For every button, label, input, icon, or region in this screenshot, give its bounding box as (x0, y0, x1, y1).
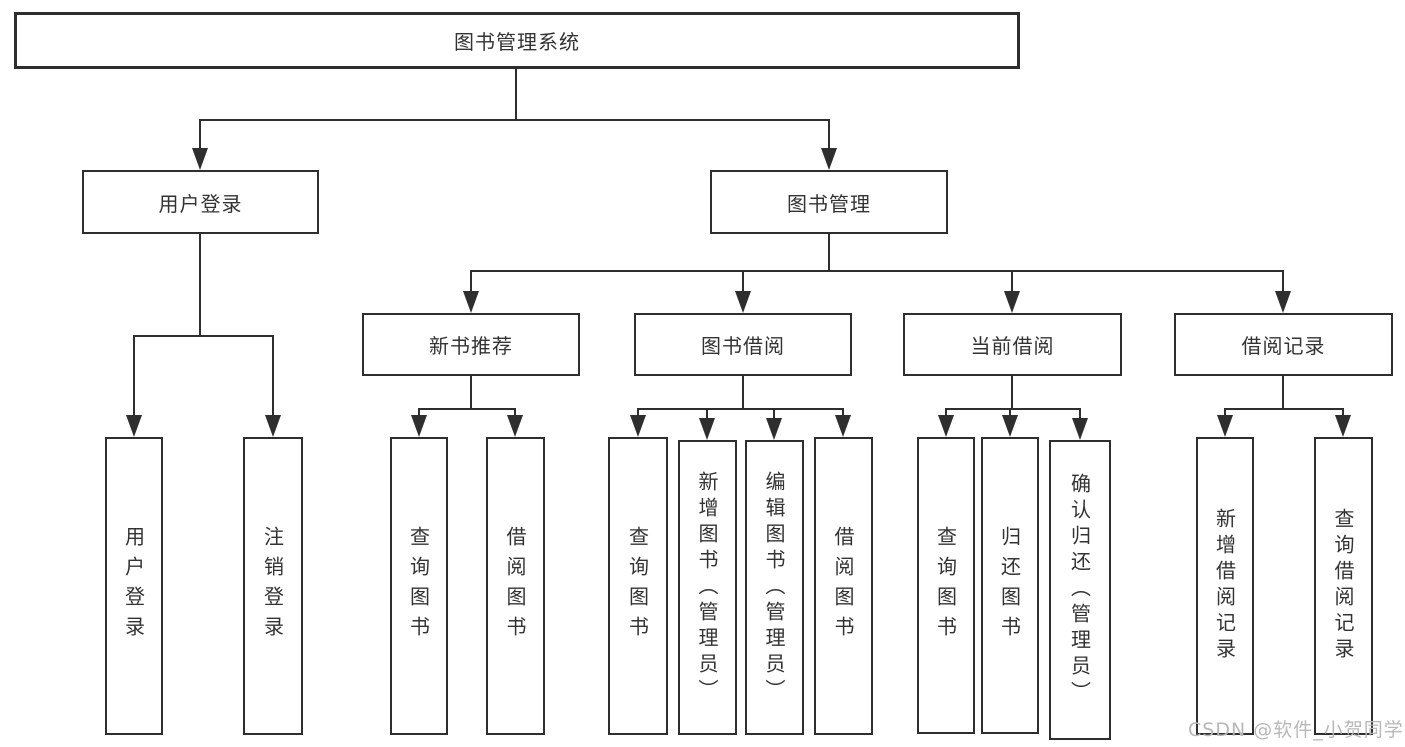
connector-line (637, 408, 639, 418)
connector-line (470, 270, 472, 293)
leaf-borrow-book-recommend: 借阅图书 (486, 437, 545, 735)
leaf-label: 借阅图书 (831, 526, 855, 646)
connector-line (828, 234, 830, 271)
leaf-label: 查询借阅记录 (1331, 508, 1355, 664)
connector-line (637, 408, 844, 410)
leaf-label: 新增借阅记录 (1212, 508, 1237, 664)
leaf-borrow-book: 借阅图书 (814, 437, 873, 735)
connector-line (1079, 408, 1081, 420)
arrow-down-icon (699, 418, 715, 440)
arrow-down-icon (192, 148, 208, 170)
connector-line (773, 408, 775, 420)
arrow-down-icon (1217, 415, 1233, 437)
connector-line (418, 408, 420, 418)
connector-line (1011, 270, 1013, 293)
leaf-return-book: 归还图书 (981, 437, 1039, 734)
leaf-label: 确认归还（管理员） (1067, 473, 1092, 707)
arrow-down-icon (735, 291, 751, 313)
leaf-add-book-admin: 新增图书（管理员） (678, 440, 737, 735)
leaf-label: 用户登录 (121, 526, 146, 646)
connector-line (272, 335, 274, 417)
node-borrow-record: 借阅记录 (1174, 313, 1393, 376)
arrow-down-icon (821, 148, 837, 170)
connector-line (199, 119, 201, 151)
node-user-login: 用户登录 (82, 170, 319, 234)
node-book-borrow: 图书借阅 (634, 313, 852, 376)
node-new-book-recommend: 新书推荐 (362, 313, 580, 376)
leaf-query-borrow-record: 查询借阅记录 (1314, 437, 1373, 735)
leaf-query-book-current: 查询图书 (917, 437, 975, 734)
arrow-down-icon (630, 415, 646, 437)
leaf-label: 借阅图书 (503, 526, 527, 646)
connector-line (742, 270, 744, 293)
arrow-down-icon (938, 415, 954, 437)
arrow-down-icon (1335, 415, 1351, 437)
arrow-down-icon (1004, 291, 1020, 313)
connector-line (842, 408, 844, 418)
arrow-down-icon (835, 415, 851, 437)
connector-line (1342, 408, 1344, 418)
connector-line (945, 408, 947, 418)
connector-line (1282, 376, 1284, 409)
connector-line (1282, 270, 1284, 293)
connector-line (515, 69, 517, 120)
connector-line (470, 376, 472, 409)
connector-line (418, 408, 516, 410)
connector-line (514, 408, 516, 418)
connector-line (1224, 408, 1344, 410)
arrow-down-icon (766, 418, 782, 440)
connector-line (706, 408, 708, 420)
arrow-down-icon (411, 415, 427, 437)
arrow-down-icon (507, 415, 523, 437)
leaf-label: 归还图书 (997, 525, 1022, 646)
leaf-logout: 注销登录 (243, 437, 303, 735)
leaf-label: 查询图书 (625, 526, 650, 646)
connector-line (1011, 376, 1013, 409)
arrow-down-icon (463, 291, 479, 313)
arrow-down-icon (265, 415, 281, 437)
leaf-label: 新增图书（管理员） (695, 470, 719, 705)
arrow-down-icon (1002, 415, 1018, 437)
connector-line (1224, 408, 1226, 418)
connector-line (742, 376, 744, 409)
leaf-label: 查询图书 (406, 526, 431, 646)
leaf-label: 查询图书 (933, 525, 958, 646)
connector-line (1009, 408, 1011, 418)
leaf-confirm-return-admin: 确认归还（管理员） (1049, 440, 1111, 740)
connector-line (199, 234, 201, 336)
connector-line (470, 270, 1284, 272)
arrow-down-icon (126, 415, 142, 437)
leaf-query-book-recommend: 查询图书 (390, 437, 448, 735)
leaf-user-login: 用户登录 (105, 437, 163, 735)
node-book-management: 图书管理 (710, 170, 948, 234)
arrow-down-icon (1072, 418, 1088, 440)
leaf-add-borrow-record: 新增借阅记录 (1196, 437, 1254, 735)
connector-line (133, 335, 274, 337)
leaf-edit-book-admin: 编辑图书（管理员） (745, 440, 804, 735)
leaf-label: 编辑图书（管理员） (762, 470, 786, 705)
node-root-system: 图书管理系统 (14, 12, 1020, 69)
leaf-label: 注销登录 (260, 526, 285, 646)
connector-line (828, 119, 830, 151)
csdn-watermark: CSDN @软件_小贺同学 (1188, 719, 1404, 741)
connector-line (945, 408, 1081, 410)
connector-line (199, 119, 830, 121)
connector-line (133, 335, 135, 417)
arrow-down-icon (1275, 291, 1291, 313)
leaf-query-book-borrow: 查询图书 (608, 437, 668, 735)
node-current-borrow: 当前借阅 (903, 313, 1122, 376)
